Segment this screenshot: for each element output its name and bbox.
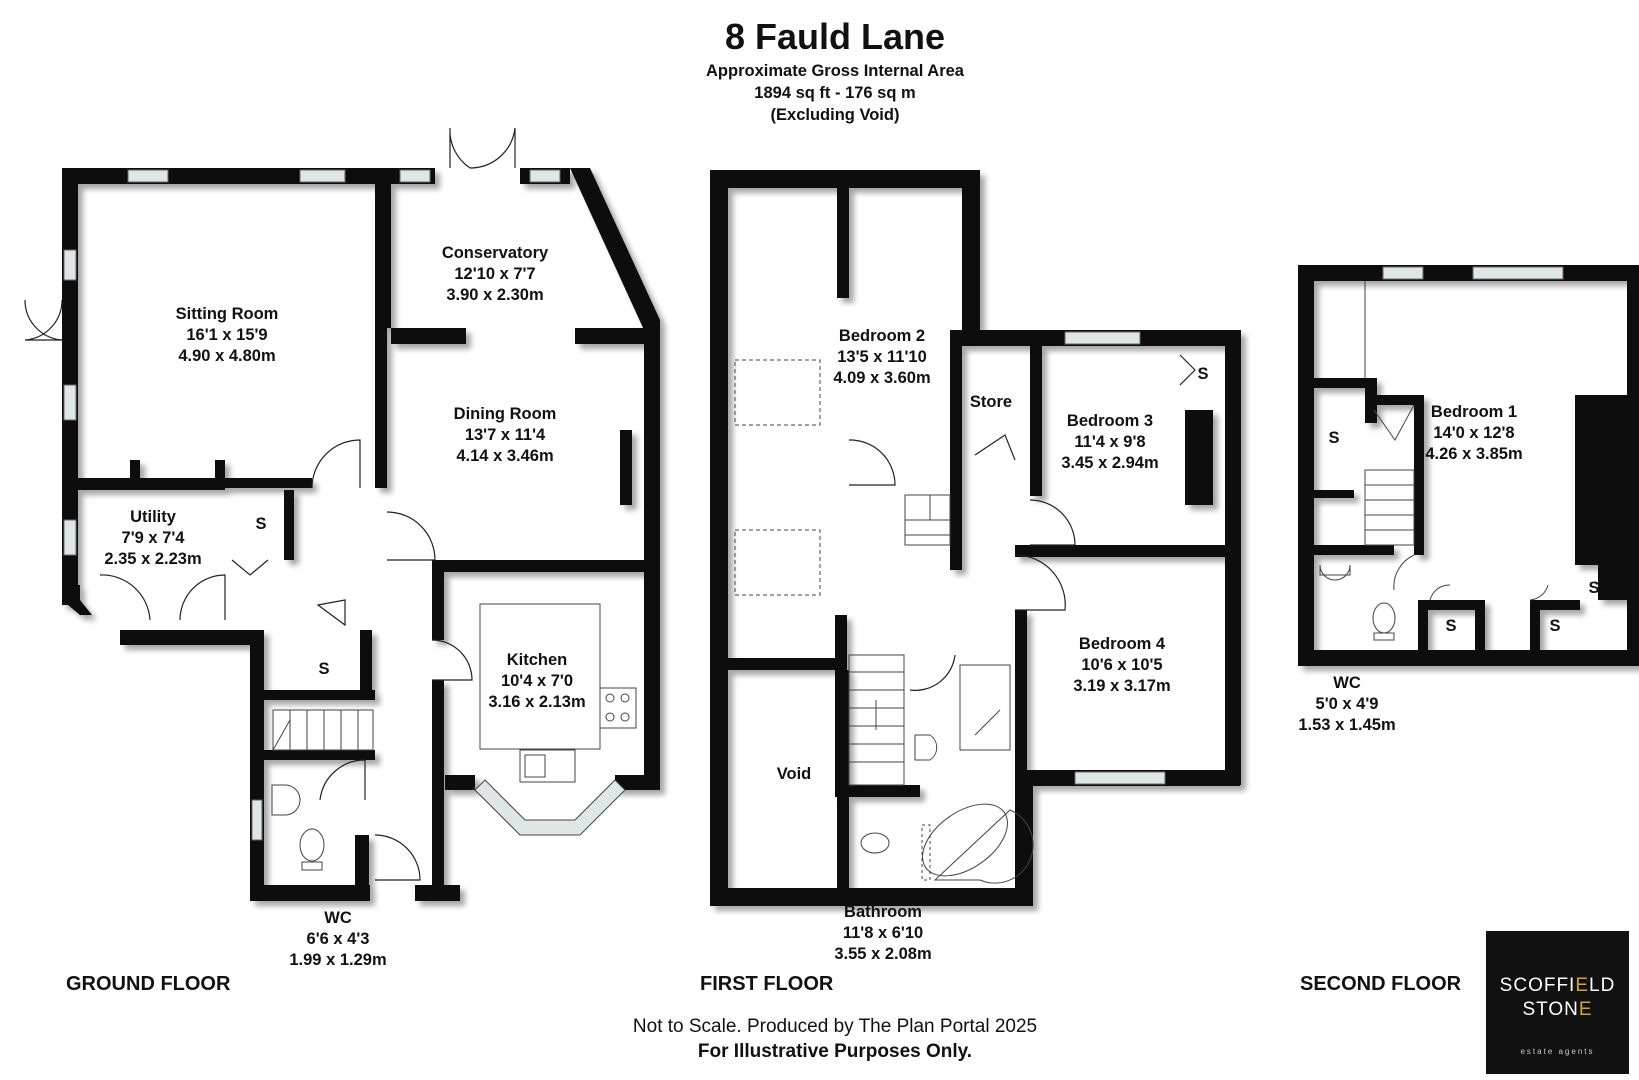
- floor-label-ground: GROUND FLOOR: [66, 973, 231, 995]
- room-imperial: 10'4 x 7'0: [500, 672, 574, 690]
- logo-text: LD: [1589, 975, 1616, 996]
- room-metric: 1.53 x 1.45m: [1298, 716, 1396, 734]
- area-note: (Excluding Void): [770, 106, 900, 124]
- first-floor-windows: [1064, 331, 1166, 785]
- room-metric: 3.45 x 2.94m: [1061, 454, 1159, 472]
- room-wc-ground: WC 6'6 x 4'3 1.99 x 1.29m: [289, 908, 386, 971]
- room-bedroom-2: Bedroom 2 13'5 x 11'10 4.09 x 3.60m: [833, 326, 930, 389]
- room-imperial: 13'5 x 11'10: [837, 348, 927, 366]
- room-imperial: 14'0 x 12'8: [1433, 424, 1515, 442]
- store-label: S: [318, 660, 330, 678]
- logo-tagline: estate agents: [1520, 1047, 1595, 1056]
- room-utility: Utility 7'9 x 7'4 2.35 x 2.23m: [104, 507, 201, 570]
- first-floor-walls: [710, 170, 1241, 906]
- room-metric: 4.26 x 3.85m: [1425, 445, 1523, 463]
- ground-floor-doors: [24, 127, 516, 881]
- room-name: Conservatory: [441, 244, 549, 262]
- room-imperial: 6'6 x 4'3: [306, 930, 370, 948]
- first-floor-fixtures: [734, 359, 1034, 884]
- floor-label-first: FIRST FLOOR: [700, 973, 834, 995]
- room-name: Store: [969, 393, 1013, 411]
- room-wc-second: WC 5'0 x 4'9 1.53 x 1.45m: [1298, 673, 1395, 736]
- room-imperial: 11'4 x 9'8: [1074, 433, 1146, 451]
- store-label: S: [1588, 579, 1600, 597]
- store-label: S: [1197, 365, 1209, 383]
- store-label: S: [1328, 429, 1340, 447]
- room-metric: 3.19 x 3.17m: [1073, 677, 1171, 695]
- room-bedroom-1: Bedroom 1 14'0 x 12'8 4.26 x 3.85m: [1425, 402, 1522, 465]
- second-floor-windows: [1382, 266, 1564, 280]
- disclaimer-scale: Not to Scale. Produced by The Plan Porta…: [632, 1016, 1038, 1037]
- room-imperial: 10'6 x 10'5: [1081, 656, 1163, 674]
- logo-accent-letter: E: [1575, 975, 1590, 996]
- area-heading: Approximate Gross Internal Area: [706, 62, 964, 80]
- property-title: 8 Fauld Lane: [724, 16, 946, 57]
- room-name: Kitchen: [506, 651, 568, 669]
- disclaimer-illustrative: For Illustrative Purposes Only.: [697, 1041, 973, 1062]
- store-label: S: [1549, 617, 1561, 635]
- room-imperial: 12'10 x 7'7: [454, 265, 536, 283]
- room-imperial: 5'0 x 4'9: [1315, 695, 1379, 713]
- room-imperial: 11'8 x 6'10: [842, 924, 924, 942]
- room-bedroom-4: Bedroom 4 10'6 x 10'5 3.19 x 3.17m: [1073, 634, 1170, 697]
- room-store: Store: [970, 392, 1012, 413]
- room-name: WC: [1333, 674, 1361, 692]
- room-sitting-room: Sitting Room 16'1 x 15'9 4.90 x 4.80m: [176, 304, 279, 367]
- logo-line-2: STONE: [1486, 999, 1629, 1021]
- room-bedroom-3: Bedroom 3 11'4 x 9'8 3.45 x 2.94m: [1061, 411, 1158, 474]
- first-floor-doors: [848, 354, 1196, 691]
- room-name: Bedroom 3: [1066, 412, 1154, 430]
- room-metric: 2.35 x 2.23m: [104, 550, 202, 568]
- room-name: Utility: [130, 508, 176, 526]
- ground-floor-fixtures: [271, 603, 637, 871]
- room-conservatory: Conservatory 12'10 x 7'7 3.90 x 2.30m: [442, 243, 548, 306]
- room-metric: 3.16 x 2.13m: [488, 693, 586, 711]
- room-metric: 3.90 x 2.30m: [446, 286, 544, 304]
- room-metric: 3.55 x 2.08m: [834, 945, 932, 963]
- room-name: Sitting Room: [175, 305, 279, 323]
- room-name: Bedroom 2: [838, 327, 926, 345]
- room-void: Void: [777, 764, 812, 785]
- room-imperial: 7'9 x 7'4: [121, 529, 185, 547]
- room-metric: 4.09 x 3.60m: [833, 369, 931, 387]
- logo-text: STON: [1522, 999, 1579, 1020]
- room-name: Dining Room: [453, 405, 557, 423]
- room-kitchen: Kitchen 10'4 x 7'0 3.16 x 2.13m: [488, 650, 585, 713]
- store-label: S: [1445, 617, 1457, 635]
- second-floor-doors-fixtures: [1319, 281, 1549, 641]
- room-dining-room: Dining Room 13'7 x 11'4 4.14 x 3.46m: [454, 404, 557, 467]
- room-name: Void: [776, 765, 812, 783]
- room-bathroom: Bathroom 11'8 x 6'10 3.55 x 2.08m: [834, 902, 931, 965]
- logo-line-1: SCOFFIELD: [1486, 975, 1629, 997]
- floor-label-second: SECOND FLOOR: [1300, 973, 1462, 995]
- room-imperial: 13'7 x 11'4: [464, 426, 546, 444]
- ground-floor-windows: [63, 169, 561, 841]
- second-floor-walls: [1298, 265, 1639, 666]
- room-name: WC: [324, 909, 352, 927]
- room-name: Bedroom 1: [1430, 403, 1518, 421]
- room-metric: 4.90 x 4.80m: [178, 347, 276, 365]
- room-metric: 1.99 x 1.29m: [289, 951, 387, 969]
- area-value: 1894 sq ft - 176 sq m: [754, 84, 916, 102]
- room-metric: 4.14 x 3.46m: [456, 447, 554, 465]
- agent-logo: SCOFFIELD STONE estate agents: [1486, 931, 1629, 1074]
- room-name: Bathroom: [844, 903, 922, 921]
- logo-text: SCOFFI: [1499, 975, 1576, 996]
- room-imperial: 16'1 x 15'9: [186, 326, 268, 344]
- store-label: S: [255, 515, 267, 533]
- room-name: Bedroom 4: [1078, 635, 1166, 653]
- logo-accent-letter: E: [1578, 999, 1593, 1020]
